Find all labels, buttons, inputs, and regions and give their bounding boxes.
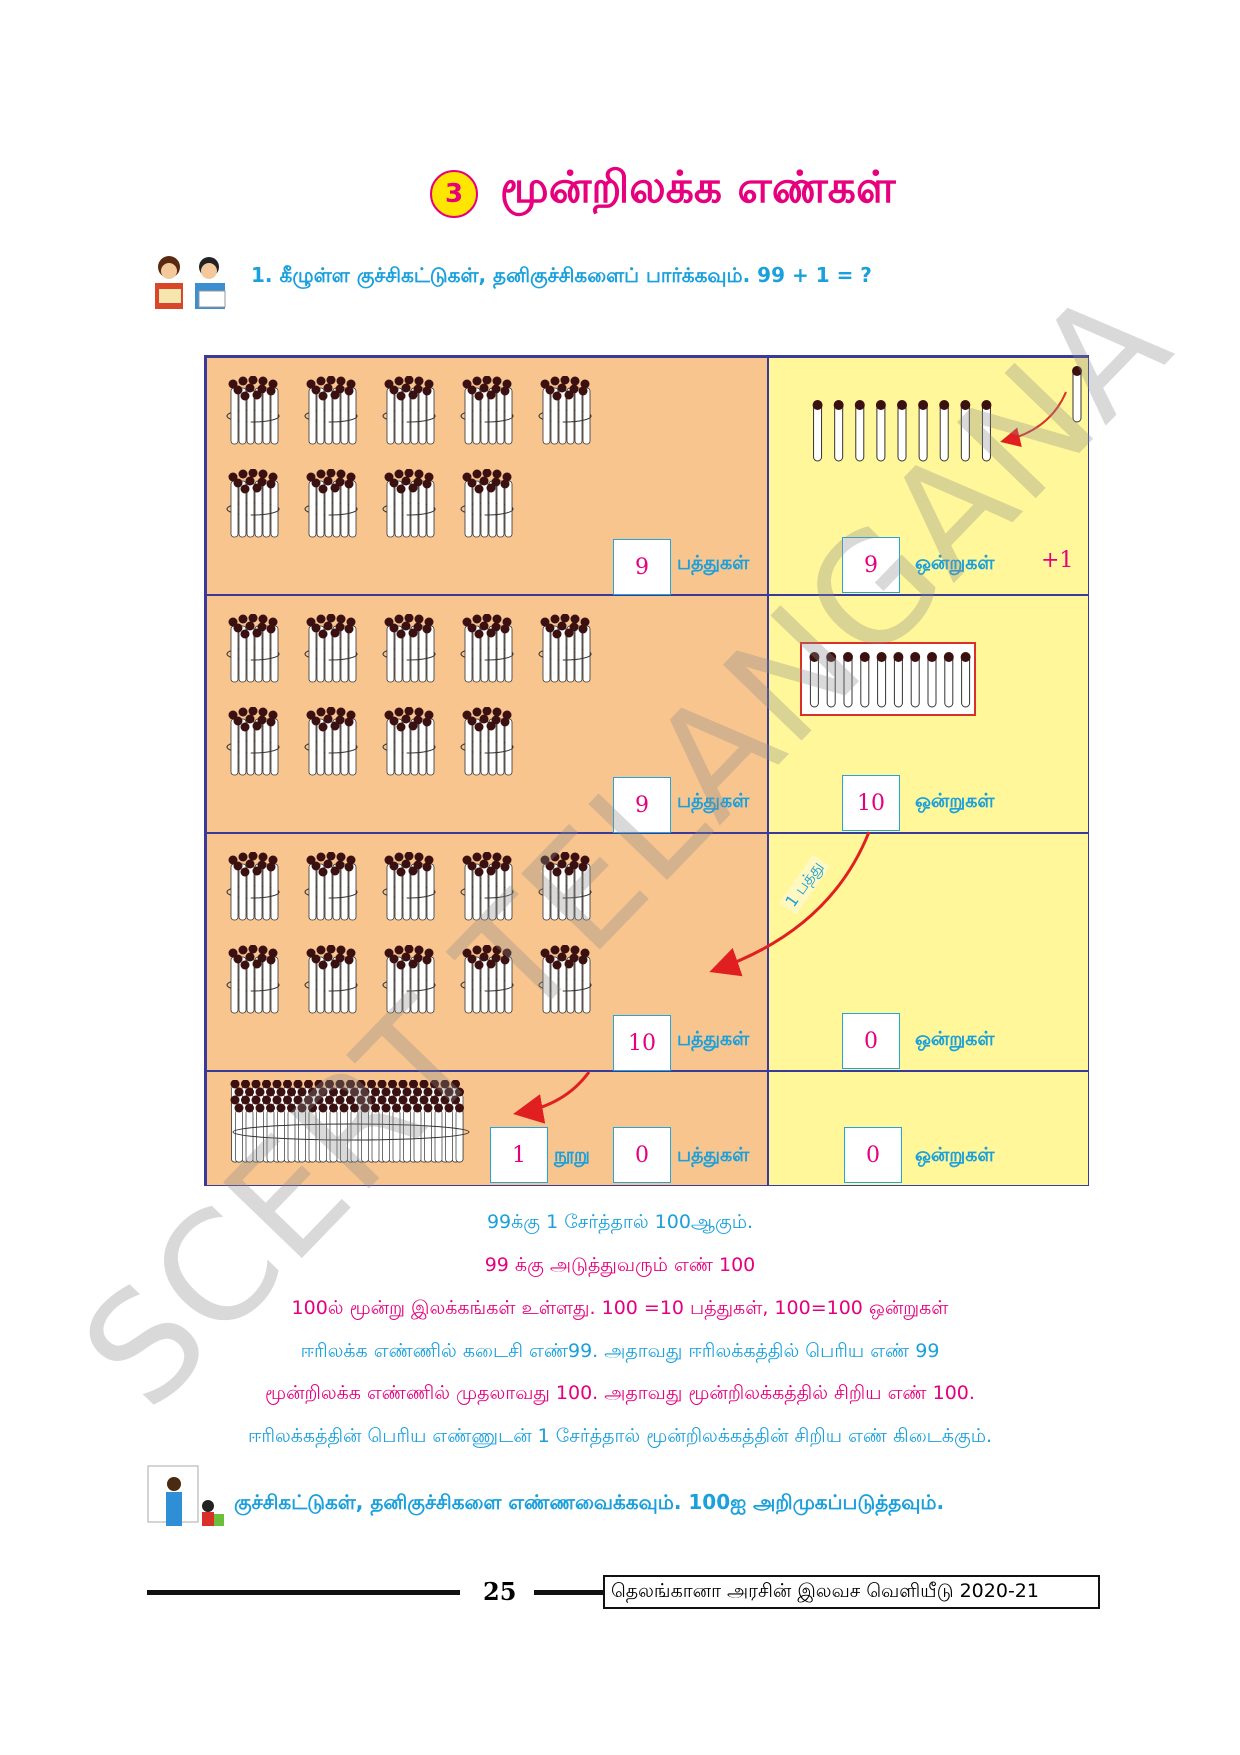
chapter-title: மூன்றிலக்க எண்கள்: [500, 162, 896, 213]
ten-sticks-frame: [800, 642, 976, 716]
ten-stick-bundle-icon: [226, 376, 280, 445]
ten-stick-bundle-icon: [304, 469, 358, 538]
tens-cell-row1: 9 பத்துகள்: [206, 357, 768, 595]
hundreds-tens-cell-row4: 1 நூறு 0 பத்துகள்: [206, 1071, 768, 1186]
stick: [927, 654, 937, 708]
ten-stick-bundle-icon: [460, 614, 514, 683]
ten-stick-bundle-icon: [538, 945, 592, 1014]
ten-stick-bundle-icon: [226, 852, 280, 921]
stick: [813, 402, 823, 462]
ten-stick-bundle-icon: [460, 852, 514, 921]
ten-stick-bundle-icon: [382, 469, 436, 538]
stick: [809, 654, 819, 708]
stick: [897, 402, 907, 462]
ten-stick-bundle-icon: [382, 852, 436, 921]
ten-stick-bundle-icon: [538, 852, 592, 921]
stick: [834, 402, 844, 462]
tens-cell-row2: 9 பத்துகள்: [206, 595, 768, 833]
text-line-6: ஈரிலக்கத்தின் பெரிய எண்ணுடன் 1 சேர்த்தால…: [247, 1425, 993, 1447]
tens-value-box: 9: [613, 539, 671, 595]
tens-label: பத்துகள்: [677, 1028, 750, 1050]
hundreds-label: நூறு: [554, 1144, 590, 1166]
stick: [961, 654, 971, 708]
text-line-5: மூன்றிலக்க எண்ணில் முதலாவது 100. அதாவது …: [265, 1382, 975, 1404]
tens-label: பத்துகள்: [677, 552, 750, 574]
ten-stick-bundle-icon: [382, 614, 436, 683]
ten-stick-bundle-icon: [304, 945, 358, 1014]
text-line-4: ஈரிலக்க எண்ணில் கடைசி எண்99. அதாவது ஈரில…: [300, 1340, 940, 1362]
ten-stick-bundle-icon: [226, 945, 280, 1014]
ones-label: ஒன்றுகள்: [915, 1028, 995, 1050]
stick: [826, 654, 836, 708]
single-sticks: [809, 652, 971, 708]
tens-label: பத்துகள்: [677, 790, 750, 812]
chapter-number-badge: 3: [430, 170, 478, 218]
stick: [893, 654, 903, 708]
footer-rule-left: [147, 1590, 460, 1595]
tens-cell-row3: 10 பத்துகள்: [206, 833, 768, 1071]
ones-cell-row3: 1 பத்து 0 ஒன்றுகள்: [768, 833, 1089, 1071]
ones-label: ஒன்றுகள்: [915, 790, 995, 812]
tens-value-box: 9: [613, 777, 671, 833]
ones-cell-row2: 10 ஒன்றுகள்: [768, 595, 1089, 833]
ten-stick-bundle-icon: [460, 945, 514, 1014]
one-ten-label: 1 பத்து: [779, 854, 831, 915]
ten-stick-bundle-icon: [226, 469, 280, 538]
footer-rule-right: [534, 1590, 604, 1595]
teacher-with-children-icon: [147, 1465, 224, 1526]
stick: [981, 402, 991, 462]
tens-value-box: 0: [613, 1127, 671, 1183]
ones-value-box: 0: [844, 1127, 902, 1183]
stick: [910, 654, 920, 708]
extra-stick-icon: [1072, 366, 1082, 423]
ten-stick-bundle-icon: [460, 707, 514, 776]
children-reading-icon: [155, 256, 226, 309]
ones-cell-row4: 0 ஒன்றுகள்: [768, 1071, 1089, 1186]
plus-one-text: +1: [1041, 548, 1074, 573]
ones-cell-row1: 9 ஒன்றுகள் +1: [768, 357, 1089, 595]
stick: [860, 654, 870, 708]
stick: [855, 402, 865, 462]
ten-stick-bundle-icon: [538, 376, 592, 445]
tens-label: பத்துகள்: [677, 1144, 750, 1166]
ten-stick-bundle-icon: [304, 852, 358, 921]
ones-value-box: 9: [842, 537, 900, 593]
stick: [877, 654, 887, 708]
ten-stick-bundle-icon: [304, 707, 358, 776]
page-number: 25: [483, 1577, 517, 1606]
ten-stick-bundle-icon: [226, 707, 280, 776]
ten-stick-bundle-icon: [226, 614, 280, 683]
ten-stick-bundle-icon: [382, 945, 436, 1014]
ten-stick-bundle-icon: [382, 707, 436, 776]
stick: [939, 402, 949, 462]
stick: [960, 402, 970, 462]
stick: [876, 402, 886, 462]
ten-stick-bundle-icon: [538, 614, 592, 683]
ones-label: ஒன்றுகள்: [915, 1144, 995, 1166]
place-value-table: 9 பத்துகள் 9 ஒன்றுகள் +1 9 பத்துகள் 10 ஒ…: [204, 355, 1089, 1186]
text-line-3: 100ல் மூன்று இலக்கங்கள் உள்ளது. 100 =10 …: [291, 1297, 949, 1319]
text-line-1: 99க்கு 1 சேர்த்தால் 100ஆகும்.: [486, 1211, 754, 1233]
stick: [944, 654, 954, 708]
text-line-2: 99 க்கு அடுத்துவரும் எண் 100: [484, 1254, 756, 1276]
ones-value-box: 10: [842, 775, 900, 831]
tens-value-box: 10: [613, 1015, 671, 1071]
single-sticks: [812, 400, 992, 462]
hundred-bundle-icon: [230, 1080, 470, 1163]
ten-stick-bundle-icon: [304, 376, 358, 445]
ten-stick-bundle-icon: [460, 469, 514, 538]
publisher-box: தெலங்கானா அரசின் இலவச வெளியீடு 2020-21: [603, 1575, 1100, 1609]
ten-stick-bundle-icon: [460, 376, 514, 445]
stick: [843, 654, 853, 708]
teacher-note: குச்சிகட்டுகள், தனிகுச்சிகளை எண்ணவைக்கவு…: [234, 1490, 945, 1514]
hundreds-value-box: 1: [490, 1127, 548, 1183]
ten-stick-bundle-icon: [304, 614, 358, 683]
exercise-instruction: 1. கீழுள்ள குச்சிகட்டுகள், தனிகுச்சிகளைப…: [251, 263, 872, 287]
stick: [918, 402, 928, 462]
ten-stick-bundle-icon: [382, 376, 436, 445]
ones-label: ஒன்றுகள்: [915, 552, 995, 574]
ones-value-box: 0: [842, 1013, 900, 1069]
